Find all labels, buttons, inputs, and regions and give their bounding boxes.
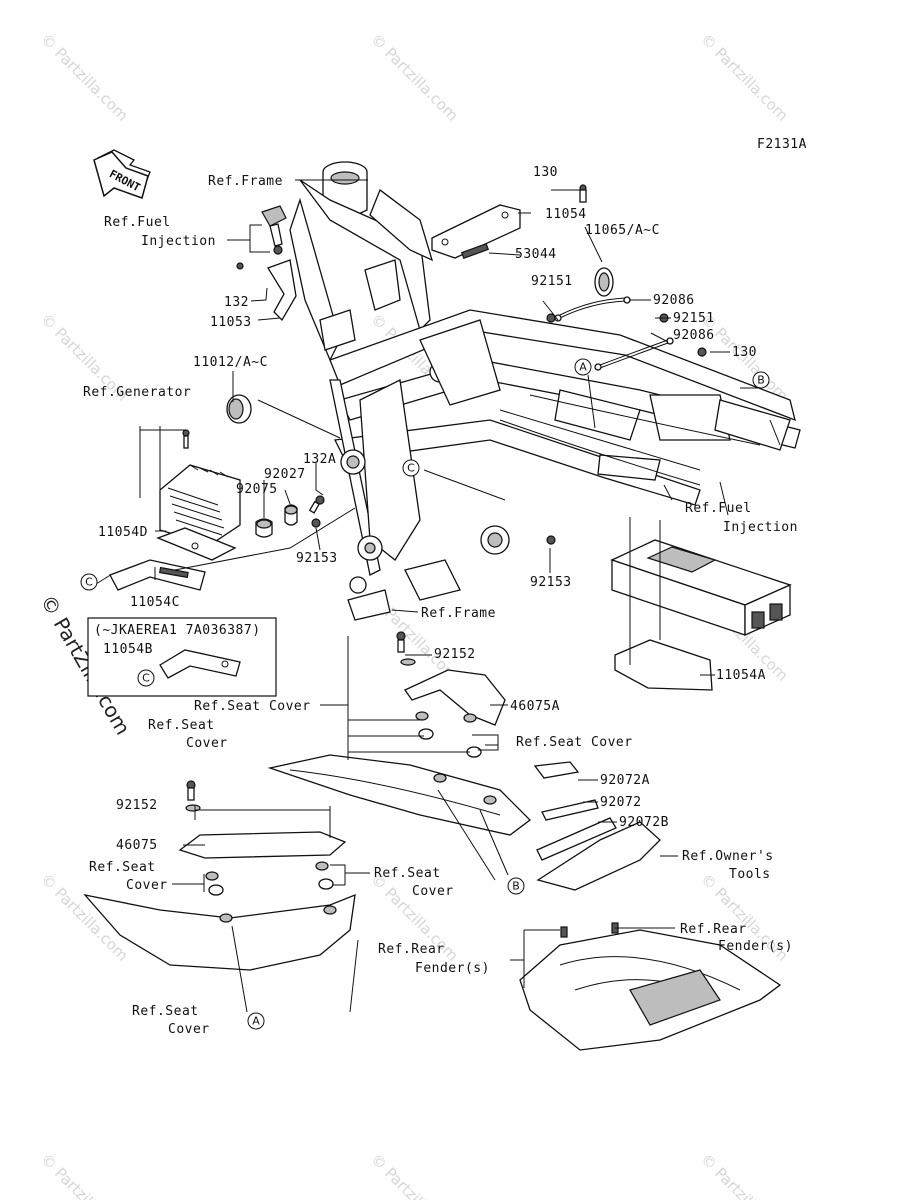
svg-text:C: C [407,462,415,475]
label-11054d: 11054D [98,525,148,540]
label-ref-seat-cover: Ref.Seat [148,718,215,733]
svg-text:A: A [252,1015,260,1028]
left-grab-46075 [178,780,347,896]
label-130: 130 [533,165,558,180]
label-11054a: 11054A [716,668,766,683]
label-130: 130 [732,345,757,360]
front-arrow-icon: FRONT [93,149,151,199]
label-132a: 132A [303,452,336,467]
label-ref-rear-fender: Ref.Rear [378,942,445,957]
seat-cover-mid [267,754,531,836]
svg-text:A: A [579,361,587,374]
bracket-11054d-11054c [109,527,237,591]
label-11054c: 11054C [130,595,180,610]
callout-b-mid: B [507,877,525,895]
watermark: © Partzilla.com [37,1150,132,1200]
label-ref-seat-cover: Ref.Seat Cover [194,699,311,714]
label-92152: 92152 [116,798,158,813]
rear-fender [519,922,782,1051]
svg-text:C: C [85,576,93,589]
frame-assembly [226,161,801,621]
label-46075: 46075 [116,838,158,853]
callout-a-top: A [574,358,592,376]
label-ref-fuel-injection: Injection [723,520,798,535]
label-92152: 92152 [434,647,476,662]
svg-text:B: B [512,880,520,893]
label-ref-owners-tools: Ref.Owner's [682,849,774,864]
label-46075a: 46075A [510,699,560,714]
label-11054b: 11054B [103,642,153,657]
label-11054: 11054 [545,207,587,222]
label-ref-seat-cover: Cover [168,1022,210,1037]
label-ref-fuel-injection: Ref.Fuel [685,501,752,516]
watermark: © Partzilla.com [697,30,792,125]
rear-grab-46075a [396,631,506,758]
seat-cover-left [83,893,356,971]
label-92072: 92072 [600,795,642,810]
straps-92072 [533,761,661,891]
spacers [255,495,556,545]
callout-c-box: C [137,669,155,687]
label-ref-fuel-injection: Ref.Fuel [104,215,171,230]
label-92151: 92151 [673,311,715,326]
watermark: © Partzilla.com [37,30,132,125]
variant-note: (~JKAEREA1 7A036387) [94,623,261,638]
callout-b-top: B [752,371,770,389]
label-ref-generator: Ref.Generator [83,385,191,400]
svg-text:B: B [757,374,765,387]
label-92072b: 92072B [619,815,669,830]
part-labels: Ref.Frame Ref.Fuel Injection 132 11053 1… [83,165,798,1037]
wires-92086 [546,296,707,371]
label-92072a: 92072A [600,773,650,788]
callouts: A B C C C B A [80,358,770,1030]
label-ref-frame: Ref.Frame [421,606,496,621]
label-ref-rear-fender: Fender(s) [718,939,793,954]
label-ref-rear-fender: Fender(s) [415,961,490,976]
label-ref-seat-cover: Ref.Seat [132,1004,199,1019]
watermark: © Partzilla.com [367,1150,462,1200]
label-ref-frame: Ref.Frame [208,174,283,189]
label-ref-seat-cover: Cover [186,736,228,751]
label-ref-fuel-injection: Injection [141,234,216,249]
label-92086: 92086 [673,328,715,343]
callout-c-left: C [80,573,98,591]
label-11053: 11053 [210,315,252,330]
leader-lines [95,179,781,1013]
label-53044: 53044 [515,247,557,262]
watermark: © Partzilla.com [367,30,462,125]
callout-c-frame: C [402,459,420,477]
label-92151: 92151 [531,274,573,289]
label-132: 132 [224,295,249,310]
label-ref-seat-cover: Cover [126,878,168,893]
diagram-code: F2131A [757,137,807,152]
top-bracket-11054 [431,204,614,297]
svg-text:C: C [142,672,150,685]
label-92086: 92086 [653,293,695,308]
regulator-ref-generator [159,429,241,546]
watermark: © Partzilla.com [697,1150,792,1200]
label-ref-seat-cover: Cover [412,884,454,899]
label-92075: 92075 [236,482,278,497]
variant-note-box: (~JKAEREA1 7A036387) [87,617,277,697]
sensor-ref-fuel-injection [236,205,297,322]
label-ref-seat-cover: Ref.Seat Cover [516,735,633,750]
callout-a-bottom: A [247,1012,265,1030]
label-ref-seat-cover: Ref.Seat [89,860,156,875]
ecu-ref-fuel-injection [610,539,792,691]
label-ref-seat-cover: Ref.Seat [374,866,441,881]
label-11065: 11065/A~C [585,223,660,238]
label-92027: 92027 [264,467,306,482]
label-11012: 11012/A~C [193,355,268,370]
label-ref-rear-fender: Ref.Rear [680,922,747,937]
label-92153: 92153 [530,575,572,590]
label-ref-owners-tools: Tools [729,867,771,882]
label-92153: 92153 [296,551,338,566]
